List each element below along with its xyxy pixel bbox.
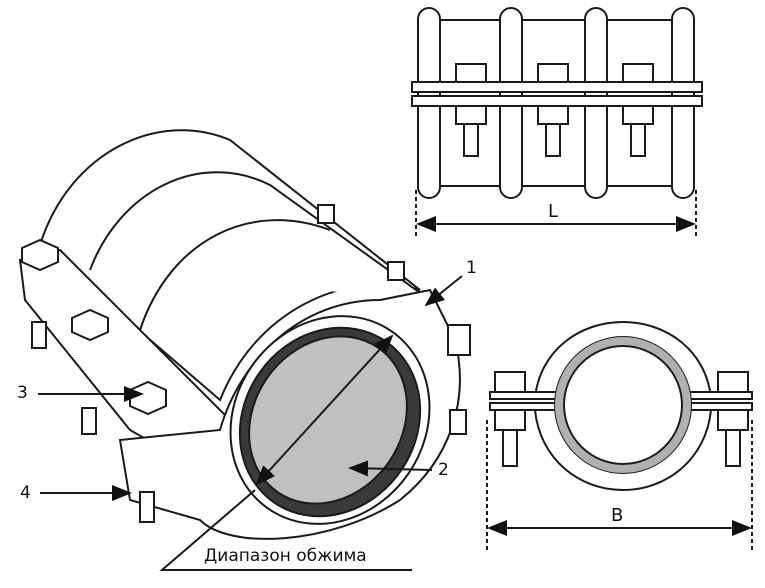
bolt-top-1: [455, 63, 487, 157]
callout-2: 2: [438, 460, 449, 480]
callout-3: 3: [17, 383, 28, 403]
bolt-top-2: [537, 63, 569, 157]
callout-4: 4: [20, 483, 31, 503]
bolt-iso-3: [129, 380, 167, 523]
range-dimension: [255, 334, 394, 486]
front-view: [411, 7, 703, 199]
dimension-label-L: L: [548, 201, 559, 222]
caption-leader: [159, 489, 412, 571]
dimension-B: [486, 420, 753, 550]
dimension-L: [415, 190, 697, 238]
bolt-top-3: [622, 63, 654, 157]
bolt-iso-1: [21, 238, 59, 349]
dimension-label-B: B: [611, 505, 624, 526]
callout-1: 1: [466, 258, 477, 278]
leader-1: [424, 275, 463, 307]
side-view: [489, 320, 753, 492]
bolt-iso-2: [71, 308, 109, 435]
caption-crimp-range: Диапазон обжима: [204, 546, 367, 566]
